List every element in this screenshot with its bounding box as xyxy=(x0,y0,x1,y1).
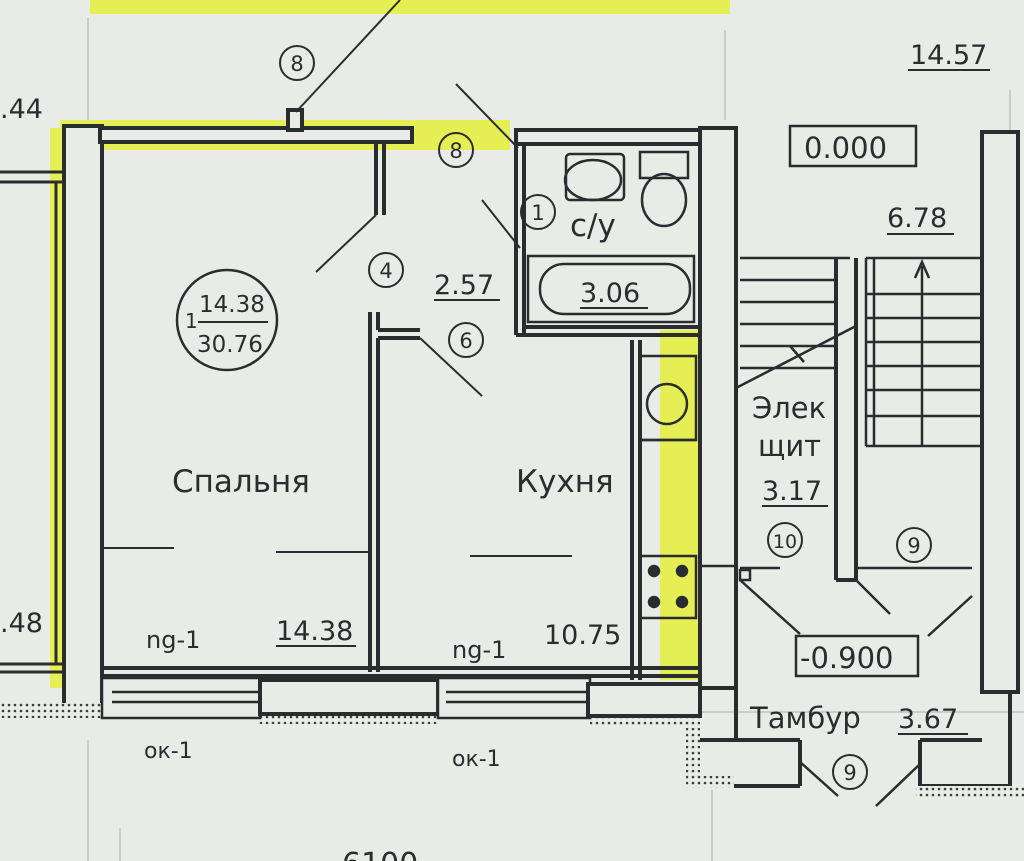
windows xyxy=(100,676,702,720)
door-swings xyxy=(295,0,521,397)
apartment-number: 1 xyxy=(185,309,198,333)
marker-labels: 8 8 1 4 6 9 10 9 xyxy=(290,52,920,785)
marker-9-bottom: 9 xyxy=(843,761,856,785)
electrical-area: 3.17 xyxy=(762,476,822,507)
dimension-bottom-partial: 6100 xyxy=(342,847,418,861)
marker-10: 10 xyxy=(773,531,797,553)
stair-area: 6.78 xyxy=(887,203,947,234)
dimension-left-bottom: .48 xyxy=(0,608,43,639)
electrical-name-2: щит xyxy=(758,429,821,463)
marker-8-mid: 8 xyxy=(449,139,462,163)
marker-6: 6 xyxy=(459,329,472,353)
sanitary-fixtures xyxy=(526,150,696,324)
apartment-total-area: 30.76 xyxy=(197,332,263,358)
level-marks: 0.000 -0.900 xyxy=(788,124,920,678)
dimension-top-right: 14.57 xyxy=(910,40,987,71)
floor-level: 0.000 xyxy=(804,131,887,165)
kitchen-window-label: ок-1 xyxy=(452,747,501,772)
kitchen-appliances xyxy=(638,354,698,620)
entry-level: -0.900 xyxy=(800,641,894,675)
electrical-name-1: Элек xyxy=(752,391,826,425)
apartment-living-area: 14.38 xyxy=(199,292,265,318)
marker-8-top: 8 xyxy=(290,52,303,76)
bedroom-heating: ng-1 xyxy=(146,626,200,654)
walls xyxy=(62,108,1020,788)
marker-circles xyxy=(279,45,932,790)
vestibule-name: Тамбур xyxy=(749,701,861,735)
hall-area: 2.57 xyxy=(434,270,494,301)
neighbor-walls-left xyxy=(0,170,64,674)
bedroom-window-label: ок-1 xyxy=(144,739,193,764)
marker-4: 4 xyxy=(379,259,392,283)
kitchen-heating: ng-1 xyxy=(452,636,506,664)
dimension-labels: 14.57 .44 .48 6100 ок-1 ок-1 xyxy=(0,40,990,861)
apartment-area-badge: 1 14.38 30.76 xyxy=(175,268,279,372)
dimension-left-top: .44 xyxy=(0,94,43,125)
vestibule-area: 3.67 xyxy=(898,704,958,735)
marker-1: 1 xyxy=(531,201,544,225)
kitchen-area: 10.75 xyxy=(544,620,621,651)
staircase xyxy=(700,256,982,807)
marker-9-right: 9 xyxy=(907,534,920,558)
kitchen-name: Кухня xyxy=(516,464,614,500)
room-labels: Спальня ng-1 14.38 Кухня ng-1 10.75 2.57… xyxy=(104,203,968,735)
bedroom-name: Спальня xyxy=(172,464,310,500)
bedroom-area: 14.38 xyxy=(276,616,353,647)
bathroom-name: с/у xyxy=(570,208,616,244)
bathroom-area: 3.06 xyxy=(580,278,640,309)
